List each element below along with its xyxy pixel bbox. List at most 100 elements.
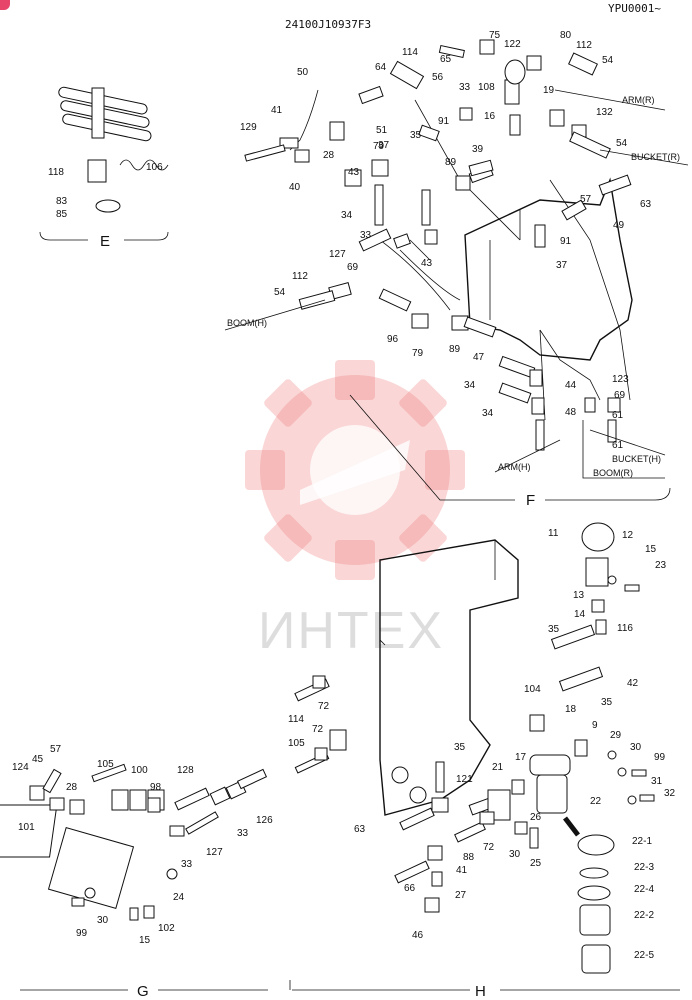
solenoid-valve-block: [0, 763, 268, 921]
part-label: 85: [56, 209, 68, 220]
part-label: 116: [617, 623, 633, 634]
part-label: 26: [530, 812, 542, 823]
part-label: 50: [297, 67, 309, 78]
part-label: 124: [12, 762, 29, 773]
part-label: 21: [492, 762, 504, 773]
part-label: 106: [146, 162, 163, 173]
part-label: 37: [378, 140, 390, 151]
part-label: 61: [612, 440, 624, 451]
part-label: 29: [610, 730, 622, 741]
part-label: 22-2: [634, 910, 654, 921]
part-label: 34: [464, 380, 476, 391]
section-label-g: G: [137, 983, 149, 1000]
callout-arm-h: ARM(H): [498, 462, 531, 472]
part-label: 23: [655, 560, 667, 571]
part-label: 63: [640, 199, 652, 210]
part-label: 9: [592, 720, 598, 731]
part-label: 28: [66, 782, 78, 793]
part-label: 114: [288, 714, 304, 725]
part-label: 24: [173, 892, 185, 903]
part-label: 100: [131, 765, 148, 776]
part-label: 39: [472, 144, 484, 155]
part-label: 80: [560, 30, 572, 41]
section-h-group: H 11 12 15 23 13 14 116 35 42 35 114 72 …: [288, 522, 680, 1000]
part-label: 69: [614, 390, 626, 401]
part-label: 128: [177, 765, 194, 776]
part-label: 57: [50, 744, 62, 755]
part-label: 51: [376, 125, 388, 136]
part-label: 99: [76, 928, 88, 939]
part-label: 43: [348, 167, 360, 178]
section-f-group: F ARM(R) BUCKET(R) BOOM(H) ARM(H) BUCKET…: [224, 30, 689, 509]
callout-boom-h: BOOM(H): [227, 318, 267, 328]
part-label: 22-4: [634, 884, 654, 895]
part-label: 35: [410, 130, 422, 141]
callout-bucket-h: BUCKET(H): [612, 454, 661, 464]
part-label: 47: [473, 352, 485, 363]
part-label: 19: [543, 85, 555, 96]
part-label: 122: [504, 39, 521, 50]
part-label: 112: [292, 271, 308, 282]
part-label: 33: [237, 828, 249, 839]
part-label: 34: [482, 408, 494, 419]
part-label: 121: [456, 774, 473, 785]
part-label: 33: [360, 230, 372, 241]
part-label: 79: [412, 348, 424, 359]
part-label: 105: [97, 759, 114, 770]
part-label: 43: [421, 258, 433, 269]
part-label: 30: [97, 915, 109, 926]
part-label: 123: [612, 374, 629, 385]
part-label: 16: [484, 111, 496, 122]
part-label: 96: [387, 334, 399, 345]
part-label: 45: [32, 754, 44, 765]
part-label: 41: [271, 105, 283, 116]
part-label: 72: [318, 701, 330, 712]
part-label: 27: [455, 890, 467, 901]
part-label: 49: [613, 220, 625, 231]
part-label: 30: [630, 742, 642, 753]
fittings-f: [244, 39, 632, 451]
part-label: 11: [548, 528, 559, 539]
part-label: 30: [509, 849, 521, 860]
watermark-gear-logo: [245, 360, 465, 580]
control-valve-body: [464, 177, 633, 361]
part-label: 126: [256, 815, 273, 826]
part-label: 72: [312, 724, 324, 735]
part-label: 34: [341, 210, 353, 221]
section-label-f: F: [526, 492, 535, 509]
part-label: 33: [459, 82, 471, 93]
part-label: 17: [515, 752, 527, 763]
part-label: 22-1: [632, 836, 652, 847]
part-label: 105: [288, 738, 305, 749]
part-label: 56: [432, 72, 444, 83]
fittings-h: [294, 675, 539, 913]
part-label: 102: [158, 923, 175, 934]
part-label: 104: [524, 684, 541, 695]
part-label: 40: [289, 182, 301, 193]
part-label: 22-3: [634, 862, 654, 873]
part-label: 127: [206, 847, 223, 858]
part-label: 22-5: [634, 950, 654, 961]
part-label: 91: [560, 236, 572, 247]
part-label: 13: [573, 590, 585, 601]
part-label: 57: [580, 194, 592, 205]
part-label: 35: [601, 697, 613, 708]
part-label: 22: [590, 796, 602, 807]
part-label: 61: [612, 410, 624, 421]
part-label: 114: [402, 47, 418, 58]
part-label: 15: [645, 544, 657, 555]
pilot-hose: [289, 89, 319, 151]
part-label: 127: [329, 249, 346, 260]
part-label: 132: [596, 107, 613, 118]
part-label: 63: [354, 824, 366, 835]
part-label: 12: [622, 530, 634, 541]
part-label: 91: [438, 116, 450, 127]
part-label: 118: [48, 167, 64, 178]
watermark-text: ИНТЕХ: [258, 602, 444, 660]
part-label: 89: [449, 344, 461, 355]
section-label-h: H: [475, 983, 486, 1000]
part-label: 69: [347, 262, 359, 273]
part-label: 72: [483, 842, 495, 853]
part-label: 35: [454, 742, 466, 753]
